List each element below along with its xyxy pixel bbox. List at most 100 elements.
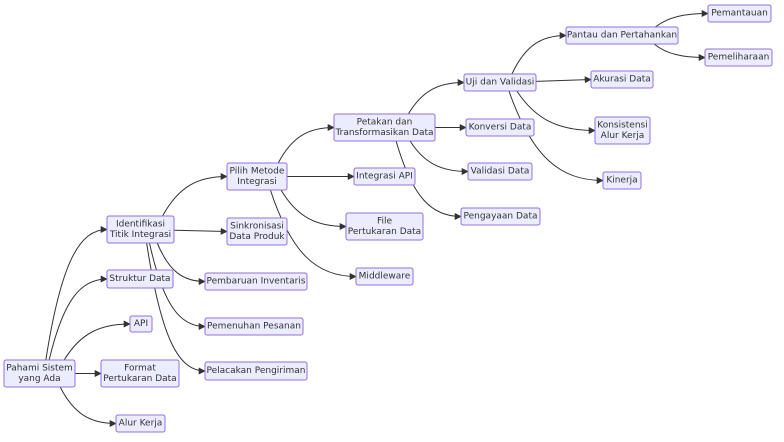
node-label: Petakan dan — [357, 117, 413, 127]
node-box — [129, 315, 153, 333]
node-label: Pertukaran Data — [348, 227, 421, 237]
node-label: Pilih Metode — [230, 166, 285, 176]
edge-uji-to-konsistensi — [516, 90, 596, 134]
node-label: Identifikasi — [116, 219, 165, 229]
node-box — [115, 414, 166, 433]
edge-pilih-to-middleware — [269, 189, 357, 280]
edge-uji-to-akurasi — [535, 76, 592, 84]
edge-pahami-to-identifikasi — [45, 226, 108, 361]
node-label: Pahami Sistem — [6, 363, 73, 373]
edge-identifikasi-to-sinkronisasi — [173, 227, 228, 235]
edge-petakan-to-validasi — [409, 140, 469, 175]
node-pemenuhan: Pemenuhan Pesanan — [204, 317, 304, 336]
node-box — [106, 215, 175, 244]
node-box — [226, 162, 288, 191]
node-label: Pemeliharaan — [708, 53, 770, 63]
node-struktur: Struktur Data — [106, 269, 174, 289]
node-label: Pelacakan Pengiriman — [206, 366, 305, 376]
edge-uji-to-kinerja — [508, 90, 604, 184]
node-label: Integrasi API — [356, 172, 413, 182]
node-pelacakan: Pelacakan Pengiriman — [204, 361, 308, 381]
node-label: Pemantauan — [711, 9, 768, 19]
node-box — [345, 212, 424, 241]
node-label: Titik Integrasi — [109, 230, 171, 240]
node-label: Pembaruan Inventaris — [207, 277, 306, 287]
node-box — [355, 267, 414, 286]
node-label: Akurasi Data — [593, 75, 651, 85]
node-label: Validasi Data — [471, 167, 530, 177]
edge-pantau-to-pemeliharaan — [653, 43, 706, 61]
node-label: Pengayaan Data — [464, 212, 538, 222]
node-box — [333, 113, 436, 142]
node-label: Pantau dan Pertahankan — [567, 31, 677, 41]
node-label: Alur Kerja — [601, 131, 645, 141]
edge-pantau-to-pemantauan — [654, 10, 709, 28]
node-uji: Uji dan Validasi — [463, 73, 537, 92]
edge-identifikasi-to-pelacakan — [146, 242, 206, 375]
edge-pahami-to-struktur — [48, 275, 108, 361]
edge-pahami-to-api — [63, 320, 131, 361]
node-label: Konversi Data — [469, 123, 532, 133]
node-label: Sinkronisasi — [230, 221, 284, 231]
node-label: Data Produk — [229, 232, 285, 242]
node-label: API — [134, 319, 148, 329]
node-box — [602, 171, 642, 190]
node-box — [594, 116, 651, 145]
edge-pahami-to-alur — [59, 386, 117, 427]
node-label: yang Ada — [18, 374, 60, 384]
node-pemantauan: Pemantauan — [707, 4, 772, 23]
node-alur: Alur Kerja — [115, 414, 166, 433]
node-box — [565, 26, 679, 45]
node-box — [3, 359, 76, 388]
edge-uji-to-pantau — [511, 32, 567, 75]
node-box — [204, 317, 304, 336]
node-label: Pemenuhan Pesanan — [207, 322, 301, 332]
node-box — [460, 207, 541, 226]
node-konversi: Konversi Data — [465, 118, 535, 137]
node-box — [100, 359, 180, 388]
node-box — [707, 4, 772, 23]
node-label: Uji dan Validasi — [466, 78, 535, 88]
node-integrasi-api: Integrasi API — [353, 167, 416, 186]
node-box — [106, 269, 174, 289]
edge-pilih-to-file — [280, 189, 347, 230]
node-box — [704, 48, 773, 67]
node-label: Kinerja — [606, 176, 637, 186]
node-box — [465, 118, 535, 137]
node-label: Integrasi — [237, 177, 277, 187]
node-kinerja: Kinerja — [602, 171, 642, 190]
node-label: Transformasikan Data — [334, 128, 433, 138]
node-box — [353, 167, 416, 186]
node-label: Alur Kerja — [119, 419, 163, 429]
edge-identifikasi-to-pembaruan — [156, 242, 206, 285]
edge-identifikasi-to-pemenuhan — [148, 242, 206, 330]
node-box — [226, 217, 288, 246]
edge-petakan-to-pengayaan — [395, 140, 462, 220]
node-label: Format — [124, 363, 156, 373]
node-box — [463, 73, 537, 92]
node-pembaruan: Pembaruan Inventaris — [204, 272, 308, 291]
node-pantau: Pantau dan Pertahankan — [565, 26, 679, 45]
node-api: API — [129, 315, 153, 333]
edge-identifikasi-to-pilih — [162, 173, 228, 217]
node-label: Konsistensi — [597, 120, 648, 130]
node-label: Middleware — [359, 272, 411, 282]
node-box — [590, 70, 654, 89]
node-label: Struktur Data — [109, 274, 170, 284]
node-label: Pertukaran Data — [103, 374, 176, 384]
edge-pilih-to-petakan — [277, 124, 335, 164]
node-akurasi: Akurasi Data — [590, 70, 654, 89]
node-middleware: Middleware — [355, 267, 414, 286]
node-label: File — [377, 216, 393, 226]
node-pengayaan: Pengayaan Data — [460, 207, 541, 226]
